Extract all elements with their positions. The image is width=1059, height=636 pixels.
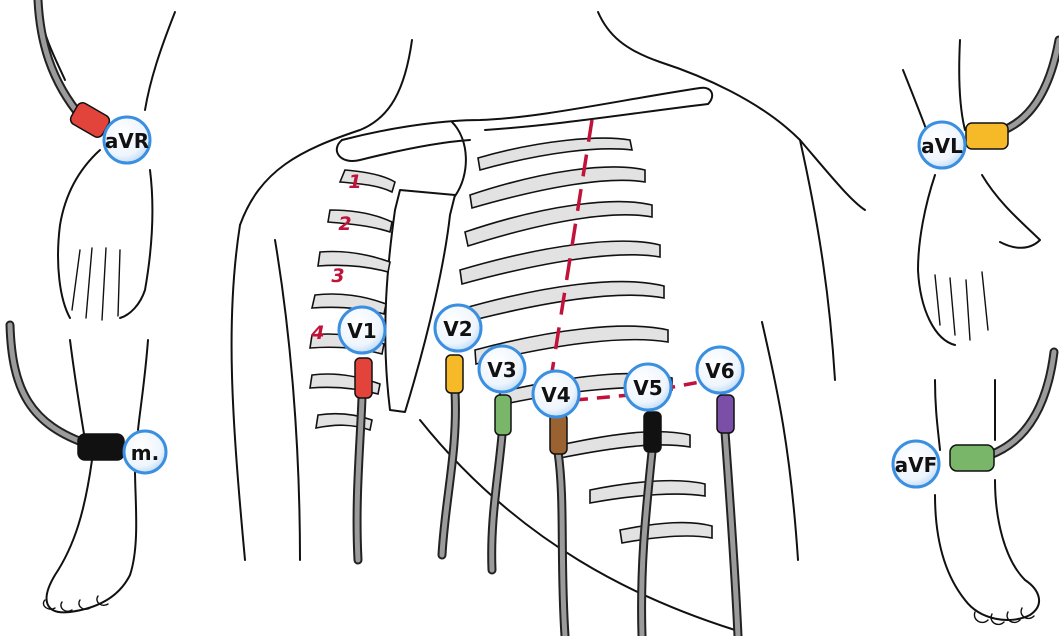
torso [232,12,865,630]
v1-clip [355,358,372,398]
electrode-avr: aVR [104,117,150,163]
electrode-m-label: m. [131,441,159,465]
right-arm [38,8,175,320]
electrode-v2: V2 [435,305,481,351]
electrode-avr-label: aVR [105,129,149,153]
electrode-v6-label: V6 [705,359,734,383]
intercostal-number-2: 2 [338,213,351,235]
electrode-v1-label: V1 [347,319,376,343]
electrode-avl: aVL [919,122,965,168]
v6-clip [717,395,734,433]
electrode-avl-label: aVL [921,134,963,158]
electrode-v3-label: V3 [487,358,516,382]
electrode-v5-label: V5 [633,376,662,400]
v4-clip [550,414,567,454]
electrode-m: m. [124,431,166,473]
electrode-avf: aVF [893,441,939,487]
left-leg [935,380,1039,624]
intercostal-number-1: 1 [348,171,361,193]
avl-cable [966,40,1059,149]
m-clip [78,434,124,460]
avr-cable [38,0,112,139]
electrode-v3: V3 [479,346,525,392]
m-cable [10,325,124,460]
electrode-avf-label: aVF [895,453,938,477]
v2-clip [446,355,463,393]
intercostal-number-4: 4 [310,322,324,344]
v3-clip [495,395,511,435]
electrode-v5: V5 [625,364,671,410]
electrode-v1: V1 [339,307,385,353]
avl-clip [966,123,1008,149]
avf-cable [950,352,1054,471]
left-arm [903,40,1040,345]
electrode-v4-label: V4 [541,383,570,407]
avf-clip [950,445,994,471]
intercostal-number-3: 3 [331,265,344,287]
electrode-v2-label: V2 [443,317,472,341]
v5-clip [644,412,661,452]
electrode-v6: V6 [697,347,743,393]
right-leg [43,340,148,612]
electrode-v4: V4 [533,371,579,417]
